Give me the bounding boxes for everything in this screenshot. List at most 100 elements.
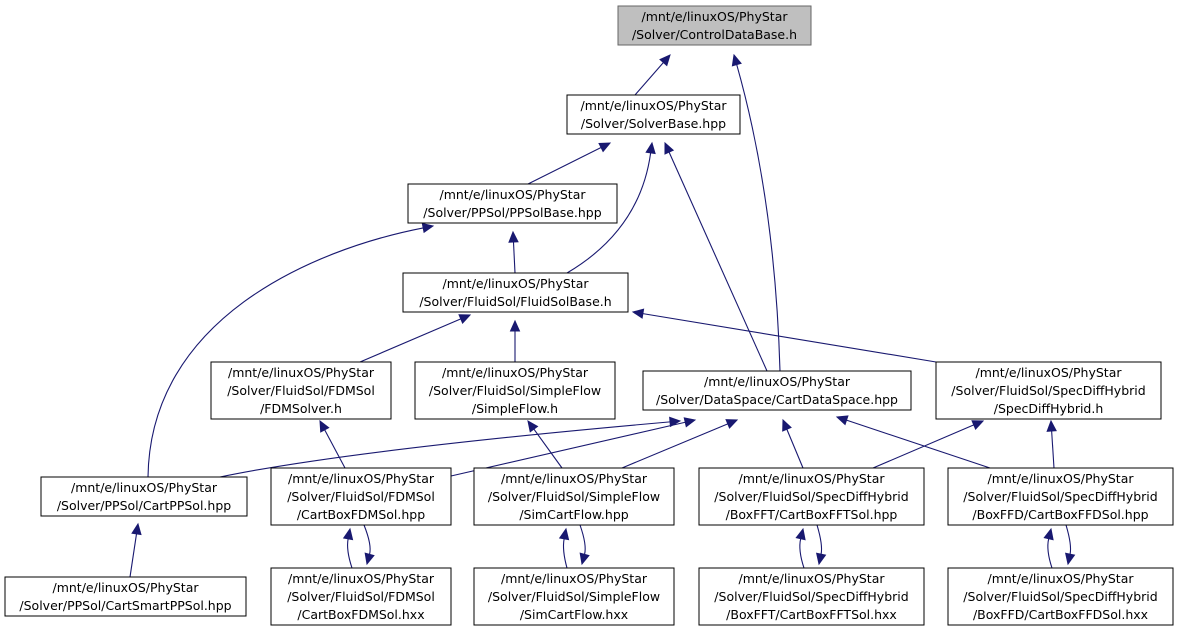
node-label-line: /Solver/SolverBase.hpp (581, 116, 726, 131)
arrowhead (731, 53, 742, 67)
node-cartppsol[interactable]: /mnt/e/linuxOS/PhyStar/Solver/PPSol/Cart… (40, 476, 248, 517)
node-simcartflow_hxx[interactable]: /mnt/e/linuxOS/PhyStar/Solver/FluidSol/S… (473, 567, 675, 626)
edge-line (1065, 524, 1072, 555)
node-specdiffhybrid[interactable]: /mnt/e/linuxOS/PhyStar/Solver/FluidSol/S… (935, 361, 1162, 420)
edge-solverbase-to-controldatabase (634, 54, 671, 96)
node-label-line: /mnt/e/linuxOS/PhyStar (581, 98, 728, 113)
node-cartboxfdmsol_hxx[interactable]: /mnt/e/linuxOS/PhyStar/Solver/FluidSol/F… (270, 567, 452, 626)
node-label-line: /Solver/PPSol/CartPPSol.hpp (57, 498, 231, 513)
node-label-line: /mnt/e/linuxOS/PhyStar (739, 471, 886, 486)
node-label-line: /mnt/e/linuxOS/PhyStar (440, 187, 587, 202)
node-label-line: /mnt/e/linuxOS/PhyStar (988, 471, 1135, 486)
node-box (210, 361, 392, 420)
arrowhead (458, 314, 472, 324)
node-box (407, 183, 618, 224)
node-label-line: /mnt/e/linuxOS/PhyStar (704, 374, 851, 389)
node-box (270, 467, 452, 526)
arrowhead (421, 222, 435, 234)
arrowhead (725, 419, 739, 429)
arrowhead (645, 141, 656, 155)
node-cartboxffdsol_hpp[interactable]: /mnt/e/linuxOS/PhyStar/Solver/FluidSol/S… (947, 467, 1174, 526)
node-cartboxfdmsol_hpp[interactable]: /mnt/e/linuxOS/PhyStar/Solver/FluidSol/F… (270, 467, 452, 526)
arrowhead (131, 522, 142, 536)
node-label-line: /Solver/ControlDataBase.h (632, 27, 797, 42)
node-label-line: /Solver/PPSol/CartSmartPPSol.hpp (19, 598, 231, 613)
node-simpleflow[interactable]: /mnt/e/linuxOS/PhyStar/Solver/FluidSol/S… (414, 361, 616, 420)
node-cartdataspace[interactable]: /mnt/e/linuxOS/PhyStar/Solver/DataSpace/… (642, 370, 912, 411)
node-box (947, 567, 1174, 626)
edge-cartboxfftsol_hpp-to-cartdataspace (782, 418, 804, 469)
edge-cartboxfdmsol_hpp-to-fdmsolver (319, 419, 346, 469)
node-fluidsolbase[interactable]: /mnt/e/linuxOS/PhyStar/Solver/FluidSol/F… (402, 272, 629, 313)
node-fdmsolver[interactable]: /mnt/e/linuxOS/PhyStar/Solver/FluidSol/F… (210, 361, 392, 420)
arrowhead (1065, 552, 1076, 566)
node-ppsolbase[interactable]: /mnt/e/linuxOS/PhyStar/Solver/PPSol/PPSo… (407, 183, 618, 224)
node-box (935, 361, 1162, 420)
edge-cartboxffdsol_hxx-to-cartboxffdsol_hpp (1043, 527, 1054, 569)
node-label-line: /BoxFFD/CartBoxFFDSol.hpp (972, 507, 1148, 522)
edge-cartdataspace-to-solverbase (664, 141, 768, 372)
edge-line (1051, 430, 1055, 469)
edge-line (527, 146, 602, 185)
node-controldatabase[interactable]: /mnt/e/linuxOS/PhyStar/Solver/ControlDat… (617, 5, 812, 46)
edge-cartppsol-to-cartdataspace (219, 416, 682, 478)
node-label-line: /mnt/e/linuxOS/PhyStar (642, 9, 789, 24)
edge-line (324, 429, 346, 469)
edge-cartsmartppsol-to-cartppsol (129, 522, 142, 578)
arrowhead (579, 552, 590, 566)
node-cartboxfftsol_hxx[interactable]: /mnt/e/linuxOS/PhyStar/Solver/FluidSol/S… (698, 567, 925, 626)
edge-specdiffhybrid-to-fluidsolbase (631, 308, 937, 363)
node-label-line: /Solver/FluidSol/SimpleFlow (488, 589, 660, 604)
arrowhead (782, 418, 792, 432)
node-cartsmartppsol[interactable]: /mnt/e/linuxOS/PhyStar/Solver/PPSol/Cart… (4, 576, 247, 617)
node-label-line: /Solver/FluidSol/FluidSolBase.h (419, 294, 611, 309)
node-box (40, 476, 248, 517)
edge-line (533, 428, 563, 469)
edge-line (846, 419, 991, 469)
node-label-line: /Solver/FluidSol/SimpleFlow (429, 383, 601, 398)
node-box (566, 94, 741, 135)
node-box (473, 467, 675, 526)
arrowhead (669, 416, 682, 428)
edge-cartboxfftsol_hxx-to-cartboxfftsol_hpp (795, 527, 806, 569)
node-solverbase[interactable]: /mnt/e/linuxOS/PhyStar/Solver/SolverBase… (566, 94, 741, 135)
arrowhead (1043, 527, 1054, 541)
arrowhead (664, 141, 675, 155)
node-box (947, 467, 1174, 526)
node-label-line: /CartBoxFDMSol.hxx (297, 607, 424, 622)
edge-simcartflow_hxx-to-simcartflow_hpp (558, 527, 570, 569)
edge-line (562, 538, 568, 569)
node-label-line: /BoxFFT/CartBoxFFTSol.hxx (726, 607, 897, 622)
arrowhead (598, 142, 612, 153)
node-label-line: /mnt/e/linuxOS/PhyStar (976, 365, 1123, 380)
node-box (698, 467, 925, 526)
node-label-line: /Solver/FluidSol/FDMSol (287, 489, 435, 504)
edge-line (129, 533, 138, 578)
edge-line (347, 538, 353, 569)
node-label-line: /Solver/FluidSol/SimpleFlow (488, 489, 660, 504)
arrowhead (816, 552, 827, 566)
node-cartboxffdsol_hxx[interactable]: /mnt/e/linuxOS/PhyStar/Solver/FluidSol/S… (947, 567, 1174, 626)
node-label-line: /mnt/e/linuxOS/PhyStar (288, 571, 435, 586)
edge-line (872, 424, 975, 469)
edge-line (450, 421, 686, 477)
node-label-line: /mnt/e/linuxOS/PhyStar (53, 580, 200, 595)
node-label-line: /BoxFFT/CartBoxFFTSol.hpp (726, 507, 898, 522)
node-box (617, 5, 812, 46)
edge-line (363, 524, 371, 555)
edge-line (786, 429, 804, 469)
edge-fdmsolver-to-fluidsolbase (359, 314, 472, 363)
node-label-line: /mnt/e/linuxOS/PhyStar (71, 480, 218, 495)
node-label-line: /Solver/FluidSol/SpecDiffHybrid (951, 383, 1145, 398)
node-label-line: /Solver/DataSpace/CartDataSpace.hpp (656, 392, 898, 407)
node-simcartflow_hpp[interactable]: /mnt/e/linuxOS/PhyStar/Solver/FluidSol/S… (473, 467, 675, 526)
node-cartboxfftsol_hpp[interactable]: /mnt/e/linuxOS/PhyStar/Solver/FluidSol/S… (698, 467, 925, 526)
arrowhead (509, 319, 521, 332)
edge-cartdataspace-to-controldatabase (731, 53, 781, 372)
node-label-line: /Solver/FluidSol/SpecDiffHybrid (963, 489, 1157, 504)
arrowhead (1046, 419, 1057, 432)
edge-line (799, 538, 805, 569)
node-label-line: /mnt/e/linuxOS/PhyStar (442, 365, 589, 380)
edge-line (566, 152, 652, 274)
